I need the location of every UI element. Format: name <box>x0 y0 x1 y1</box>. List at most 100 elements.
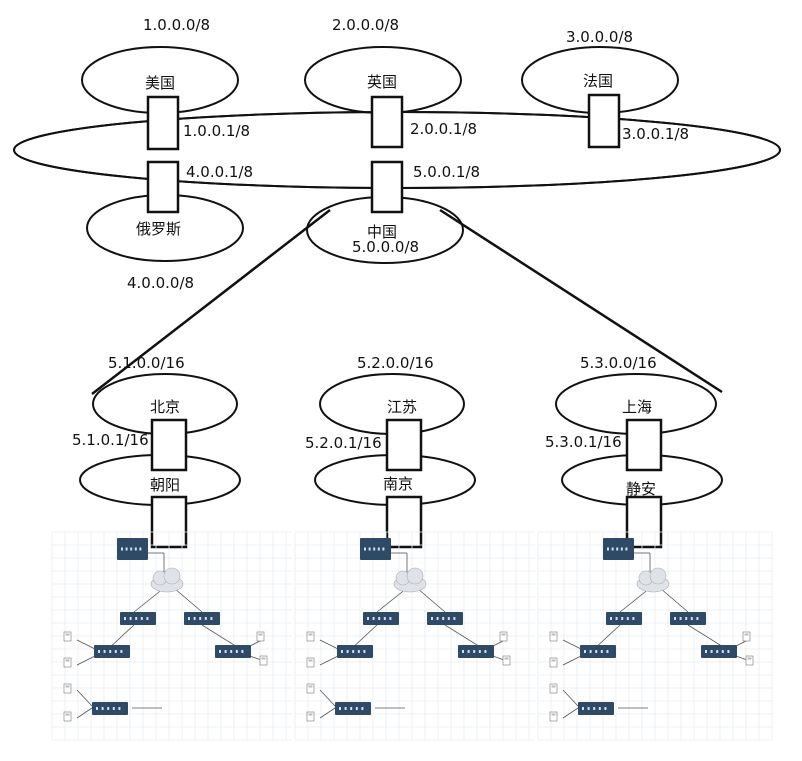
uk-router-ip: 2.0.0.1/8 <box>410 120 477 138</box>
port <box>140 617 143 620</box>
port <box>120 650 123 653</box>
switch-device <box>120 612 156 625</box>
port <box>114 650 117 653</box>
port <box>582 707 584 710</box>
switch-device <box>670 612 706 625</box>
port <box>674 617 676 620</box>
switch-device <box>578 702 614 715</box>
pc-icon <box>549 683 558 694</box>
port <box>616 547 619 551</box>
lan-link <box>659 587 689 613</box>
subnet-thumbnails <box>51 531 773 741</box>
router-france <box>587 93 621 149</box>
nanjing-name: 南京 <box>383 475 413 493</box>
pc-icon <box>306 657 315 668</box>
port <box>606 650 609 653</box>
lan-jingan <box>537 531 773 741</box>
port <box>607 547 609 551</box>
cloud-part <box>406 567 424 585</box>
pc-icon <box>63 683 72 694</box>
china-name: 中国 <box>367 223 397 241</box>
port <box>727 650 730 653</box>
port <box>589 650 592 653</box>
port <box>224 650 227 653</box>
uk-name: 英国 <box>367 73 397 91</box>
port <box>139 547 142 551</box>
lan-link <box>76 689 93 707</box>
usa-router-ip: 1.0.0.1/8 <box>183 122 250 140</box>
pc-icon <box>63 657 72 668</box>
jiangsu-network-label: 5.2.0.0/16 <box>357 354 434 372</box>
port <box>467 650 470 653</box>
pc-screen <box>258 633 263 636</box>
pc-screen <box>308 685 313 688</box>
china-router-ip: 5.0.0.1/8 <box>413 163 480 181</box>
lan-link <box>76 707 93 719</box>
port <box>135 617 138 620</box>
port <box>350 707 353 710</box>
switch-device <box>458 645 494 658</box>
pc-screen <box>65 685 70 688</box>
lan-link <box>376 587 408 613</box>
switch-device <box>184 612 220 625</box>
pc-screen <box>747 657 752 660</box>
lan-link <box>319 639 341 651</box>
port <box>620 547 623 551</box>
port <box>235 650 238 653</box>
port <box>372 617 375 620</box>
lan-link <box>76 639 98 651</box>
lan-link <box>562 689 579 707</box>
pc-screen <box>308 713 313 716</box>
port <box>112 707 115 710</box>
switch-device <box>363 612 399 625</box>
port <box>241 650 244 653</box>
pc-screen <box>261 657 266 660</box>
lan-link <box>76 654 98 666</box>
pc-icon <box>742 631 751 642</box>
shanghai-name: 上海 <box>622 398 652 416</box>
pc-screen <box>744 633 749 636</box>
port <box>368 547 371 551</box>
lan-link <box>173 587 203 613</box>
russia-name: 俄罗斯 <box>136 220 181 238</box>
france-name: 法国 <box>583 72 613 90</box>
lan-nanjing <box>294 531 535 741</box>
port <box>595 650 598 653</box>
pc-icon <box>259 655 268 666</box>
port <box>210 617 213 620</box>
port <box>696 617 699 620</box>
lan-link <box>416 587 446 613</box>
switch-device <box>606 612 642 625</box>
port <box>621 617 624 620</box>
russia-network-label: 4.0.0.0/8 <box>127 274 194 292</box>
lan-link <box>562 707 579 719</box>
pc-icon <box>745 655 754 666</box>
port <box>377 547 380 551</box>
pc-screen <box>65 633 70 636</box>
pc-screen <box>551 659 556 662</box>
lan-link <box>133 587 165 613</box>
chaoyang-name: 朝阳 <box>150 476 180 494</box>
router-device <box>117 538 148 560</box>
france-router-ip: 3.0.0.1/8 <box>622 125 689 143</box>
router-usa <box>146 95 180 151</box>
pc-screen <box>65 713 70 716</box>
cloud-icon <box>636 567 670 593</box>
pc-icon <box>502 655 511 666</box>
router-beijing <box>150 418 188 472</box>
cloud-icon <box>150 567 184 593</box>
pc-icon <box>63 711 72 722</box>
usa-network-label: 1.0.0.0/8 <box>143 16 210 34</box>
beijing-name: 北京 <box>150 398 180 416</box>
port <box>626 617 629 620</box>
router-device <box>360 538 391 560</box>
port <box>204 617 207 620</box>
china-network-label: 5.0.0.0/8 <box>352 238 419 256</box>
port <box>373 547 376 551</box>
port <box>690 617 693 620</box>
pc-icon <box>549 631 558 642</box>
lan-link <box>562 654 584 666</box>
uk-network-label: 2.0.0.0/8 <box>332 16 399 34</box>
port <box>363 650 366 653</box>
port <box>710 650 713 653</box>
